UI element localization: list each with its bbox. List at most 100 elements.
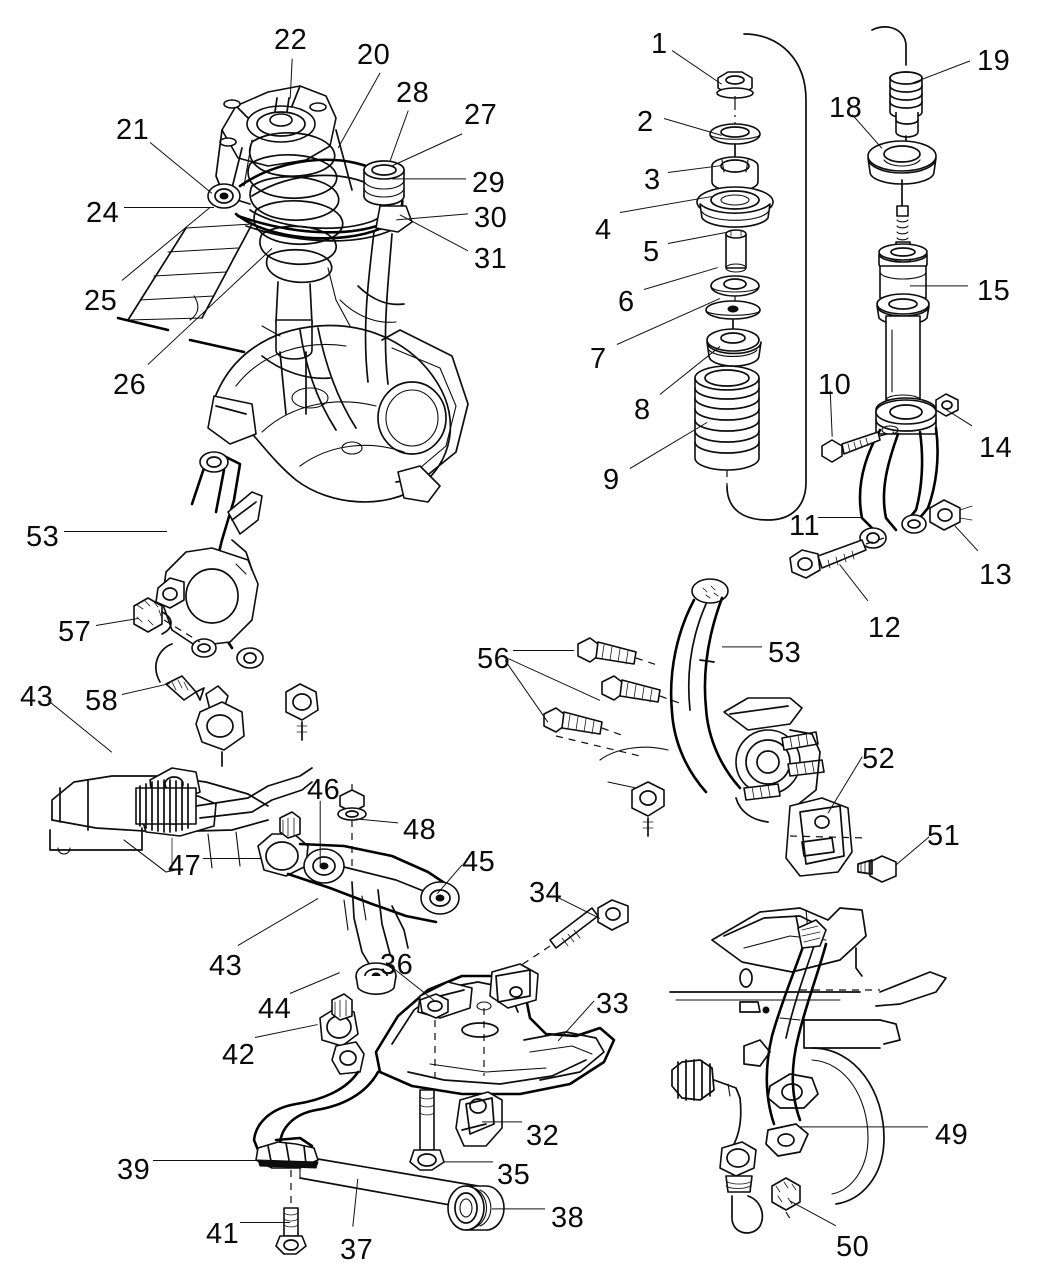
leader-line xyxy=(319,800,321,867)
leader-line xyxy=(671,50,723,86)
leader-line xyxy=(391,133,463,167)
leader-line xyxy=(95,618,139,627)
callout-number-26: 26 xyxy=(113,369,147,401)
coil-spring-art xyxy=(247,132,344,284)
callout-number-50: 50 xyxy=(836,1231,870,1263)
callout-number-51: 51 xyxy=(927,820,961,852)
leader-line xyxy=(352,1178,359,1227)
callout-number-49: 49 xyxy=(935,1119,969,1151)
leader-line xyxy=(839,564,869,602)
callout-number-19: 19 xyxy=(977,45,1011,77)
callout-number-14: 14 xyxy=(979,432,1013,464)
callout-number-9: 9 xyxy=(603,464,620,496)
callout-number-52: 52 xyxy=(862,743,896,775)
leader-line xyxy=(436,864,463,895)
leader-line xyxy=(121,207,211,282)
callout-number-25: 25 xyxy=(84,285,118,317)
leader-line xyxy=(237,898,319,947)
callout-number-1: 1 xyxy=(651,28,668,60)
callout-number-45: 45 xyxy=(462,846,496,878)
leader-line xyxy=(629,422,708,470)
group-strut-knuckle-assembly xyxy=(116,85,469,503)
callout-number-18: 18 xyxy=(829,92,863,124)
callout-number-22: 22 xyxy=(274,24,308,56)
leader-line xyxy=(482,1121,522,1123)
group-vehicle-view xyxy=(669,907,947,1234)
callout-number-31: 31 xyxy=(474,243,508,275)
leader-line xyxy=(64,531,167,533)
leader-line xyxy=(789,1200,837,1227)
callout-number-32: 32 xyxy=(526,1120,560,1152)
leader-line xyxy=(800,1126,928,1128)
leader-line xyxy=(722,646,762,648)
callout-number-12: 12 xyxy=(868,612,902,644)
leader-line xyxy=(153,1160,272,1162)
leader-line xyxy=(619,196,713,214)
callout-number-13: 13 xyxy=(979,559,1013,591)
leader-line xyxy=(555,896,601,920)
leader-line xyxy=(954,525,979,552)
callout-number-43: 43 xyxy=(20,681,54,713)
leader-line xyxy=(909,60,971,85)
leader-line xyxy=(895,836,930,866)
callout-number-35: 35 xyxy=(497,1159,531,1191)
callout-number-24: 24 xyxy=(86,197,120,229)
leader-line xyxy=(254,1024,319,1039)
callout-number-8: 8 xyxy=(634,394,651,426)
callout-number-10: 10 xyxy=(818,369,852,401)
callout-number-5: 5 xyxy=(643,236,660,268)
callout-number-43: 43 xyxy=(209,950,243,982)
callout-number-56: 56 xyxy=(477,643,511,675)
callout-number-20: 20 xyxy=(357,39,391,71)
leader-line xyxy=(659,346,721,396)
callout-number-30: 30 xyxy=(474,202,508,234)
group-steering-knuckle-right xyxy=(543,578,897,883)
leader-line xyxy=(818,517,862,519)
leader-line xyxy=(504,660,549,724)
callout-number-3: 3 xyxy=(644,164,661,196)
callout-number-29: 29 xyxy=(472,167,506,199)
callout-number-37: 37 xyxy=(340,1234,374,1266)
leader-line xyxy=(395,213,469,221)
leader-line xyxy=(643,267,719,291)
callout-number-53: 53 xyxy=(26,521,60,553)
leader-line xyxy=(389,110,409,161)
leader-line xyxy=(147,248,273,366)
callout-number-15: 15 xyxy=(977,275,1011,307)
callout-number-11: 11 xyxy=(789,510,821,542)
jounce-bumper-art xyxy=(694,365,760,471)
callout-number-34: 34 xyxy=(529,877,563,909)
callout-number-48: 48 xyxy=(403,814,437,846)
callout-number-27: 27 xyxy=(464,99,498,131)
callout-number-53: 53 xyxy=(768,637,802,669)
leader-line xyxy=(337,72,381,149)
callout-number-46: 46 xyxy=(307,774,341,806)
group-crossmember xyxy=(374,899,629,1171)
callout-number-47: 47 xyxy=(168,850,202,882)
callout-number-21: 21 xyxy=(116,114,150,146)
callout-number-38: 38 xyxy=(551,1202,585,1234)
leader-line xyxy=(289,972,341,995)
leader-line xyxy=(392,178,466,180)
callout-number-41: 41 xyxy=(206,1218,240,1250)
leader-line xyxy=(399,214,469,252)
leader-line xyxy=(203,858,262,860)
group-steering-knuckle-left xyxy=(49,451,319,873)
callout-number-28: 28 xyxy=(396,77,430,109)
callout-number-39: 39 xyxy=(117,1154,151,1186)
stud-bolts xyxy=(543,637,683,737)
leader-line xyxy=(355,818,399,824)
leader-line xyxy=(124,207,214,209)
callout-number-4: 4 xyxy=(595,214,612,246)
leader-line xyxy=(513,650,574,652)
callout-number-33: 33 xyxy=(596,988,630,1020)
leader-line xyxy=(910,285,968,287)
callout-number-57: 57 xyxy=(58,616,92,648)
callout-number-6: 6 xyxy=(618,286,635,318)
leader-line xyxy=(444,1161,493,1163)
callout-number-58: 58 xyxy=(85,685,119,717)
leader-line xyxy=(289,58,293,99)
leader-line xyxy=(121,683,171,696)
leader-line xyxy=(240,1222,290,1224)
